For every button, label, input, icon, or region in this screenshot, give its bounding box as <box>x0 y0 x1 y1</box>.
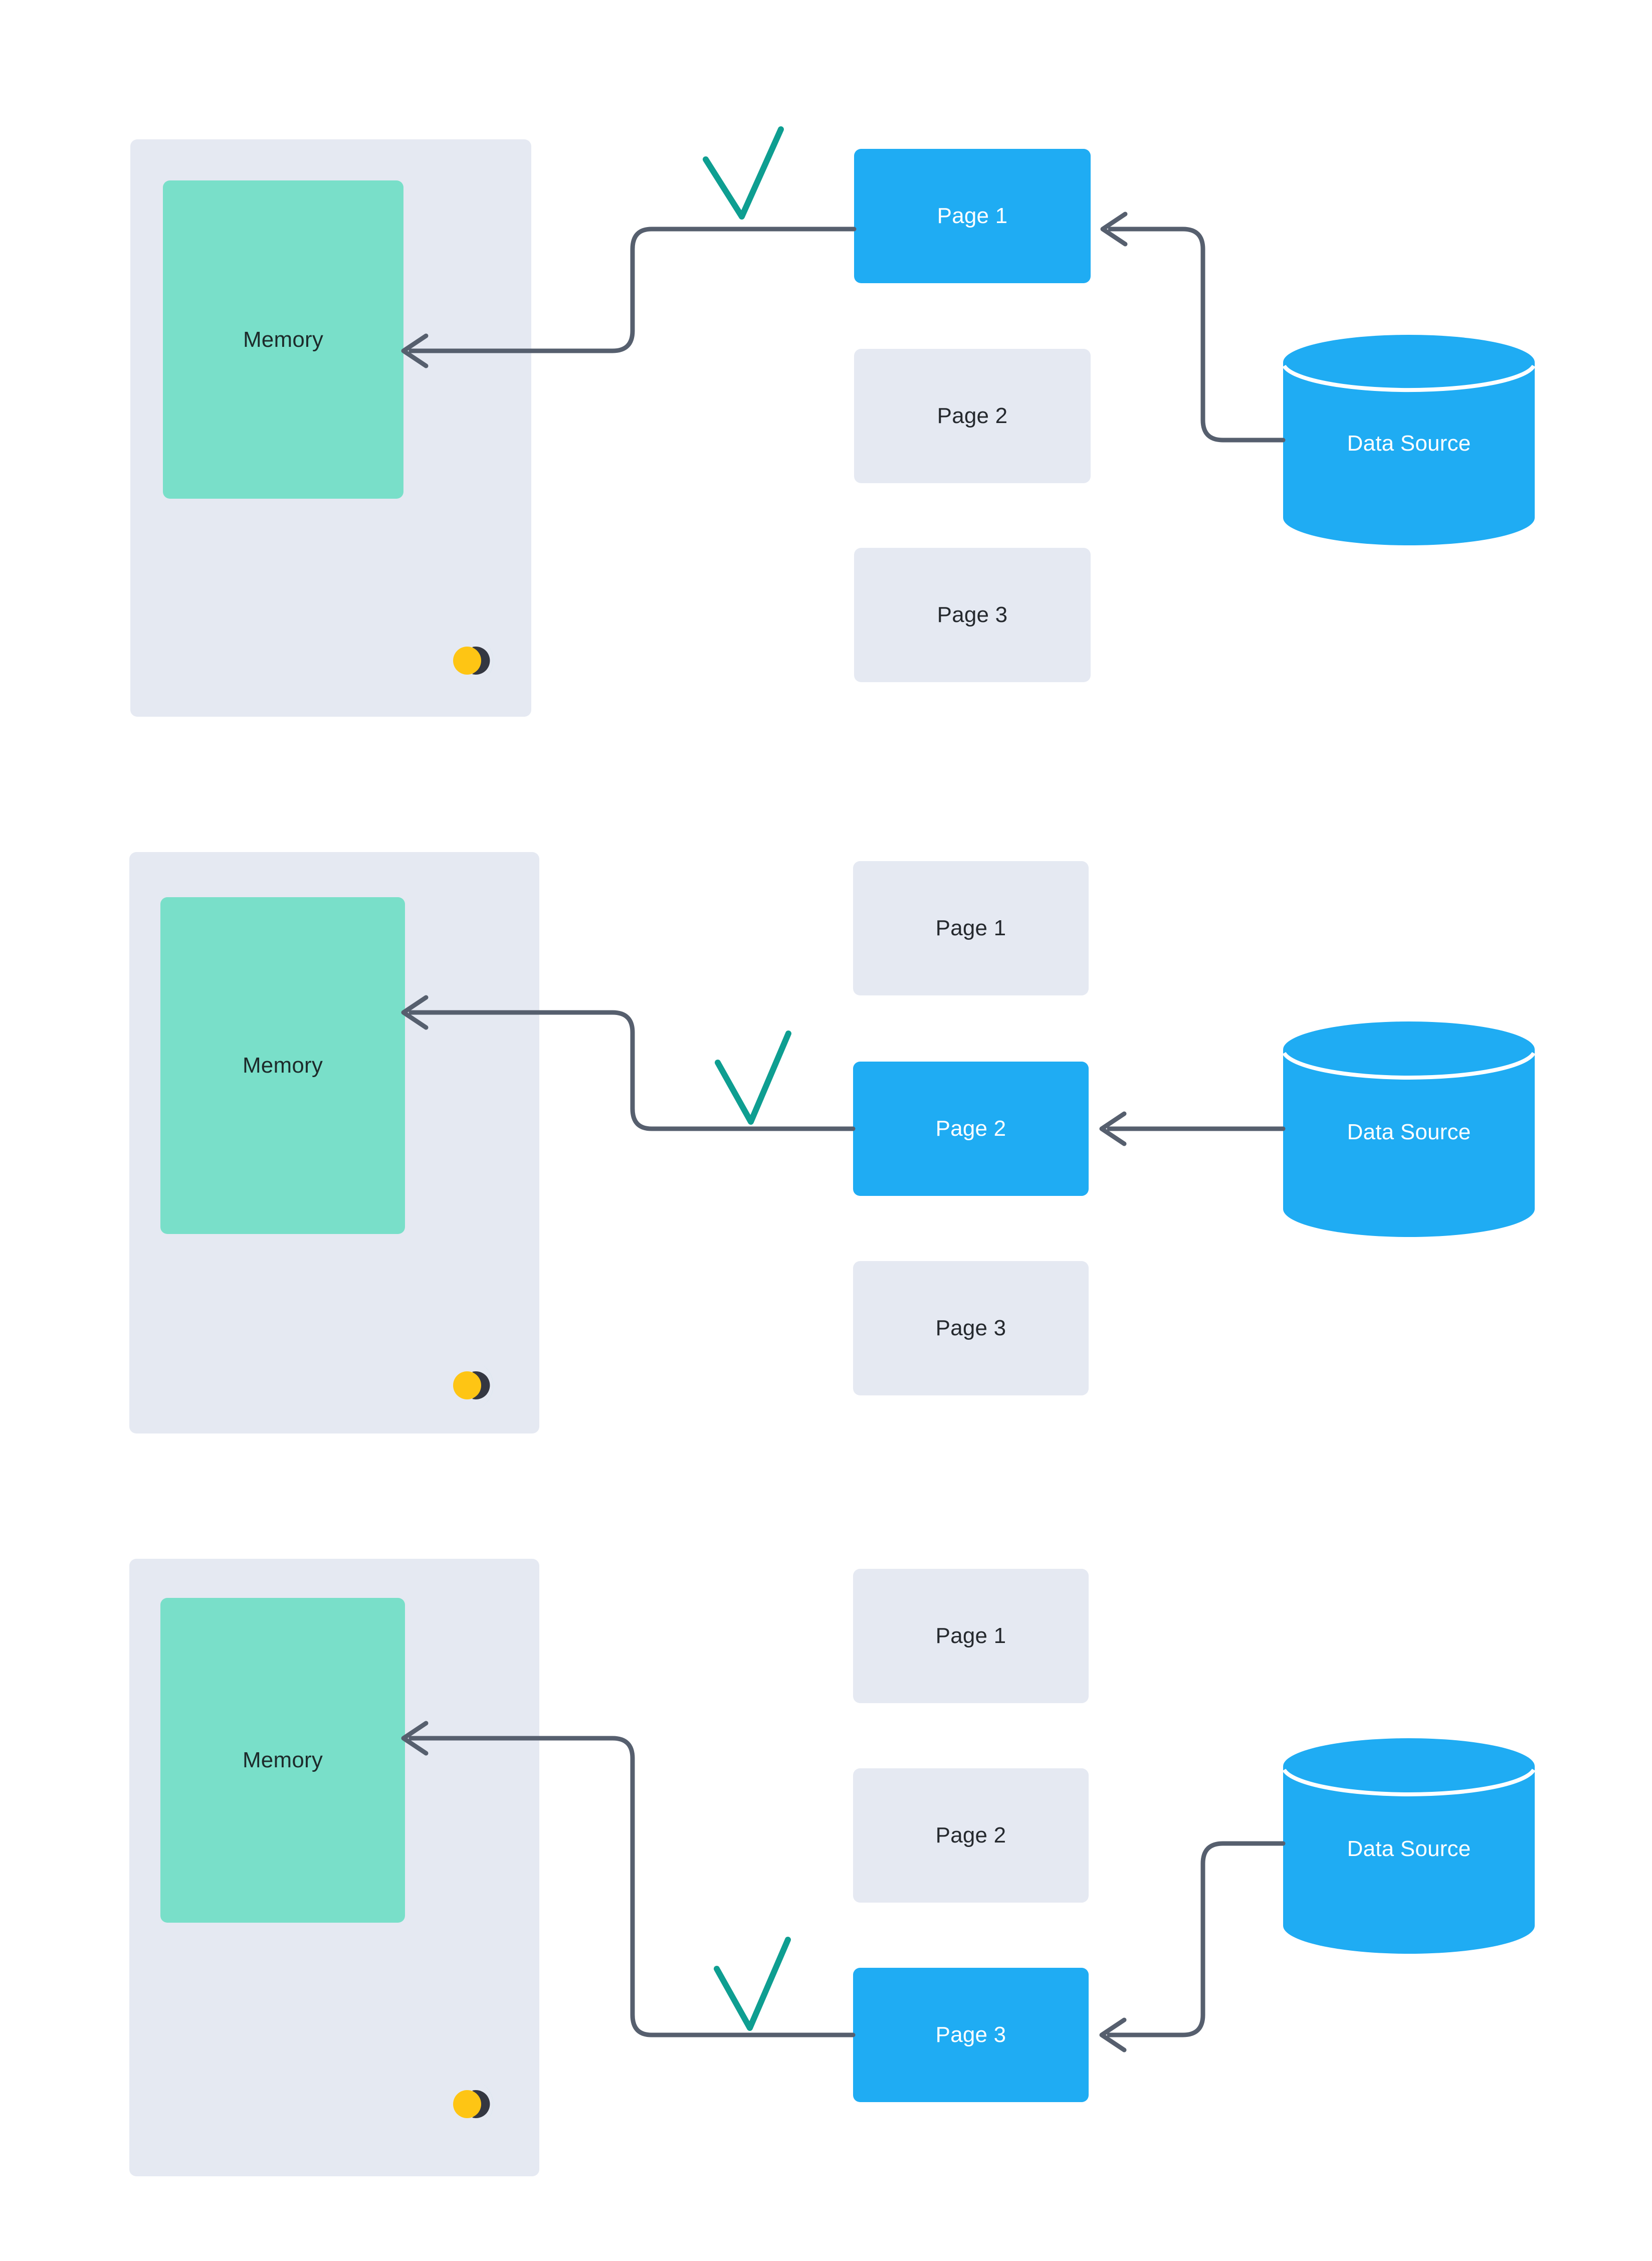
data-source-label: Data Source <box>1347 1836 1471 1861</box>
arrow-datasource-to-page3 <box>1107 1841 1286 2037</box>
data-source-cylinder-3[interactable]: Data Source <box>1282 1738 1536 1954</box>
arrowhead-page2 <box>1099 1111 1127 1146</box>
cylinder-shape-icon <box>1282 1021 1536 1237</box>
page-tile-page-3[interactable]: Page 3 <box>853 1261 1089 1395</box>
memory-box-2[interactable]: Memory <box>160 897 405 1234</box>
arrow-datasource-to-page1 <box>1108 227 1286 443</box>
memory-box-3[interactable]: Memory <box>160 1598 405 1923</box>
data-source-cylinder-2[interactable]: Data Source <box>1282 1021 1536 1237</box>
page-tile-label: Page 3 <box>935 1316 1006 1340</box>
elastic-logo <box>450 1357 506 1413</box>
page-tile-label: Page 1 <box>937 203 1008 228</box>
page-tile-label: Page 1 <box>935 1623 1006 1648</box>
page-tile-label: Page 1 <box>935 916 1006 940</box>
page-tile-label: Page 2 <box>937 403 1008 428</box>
page-tile-page-2[interactable]: Page 2 <box>853 1768 1089 1903</box>
memory-label: Memory <box>243 327 324 352</box>
check-icon <box>715 1031 791 1125</box>
page-tile-page-1[interactable]: Page 1 <box>853 1569 1089 1703</box>
elastic-logo-icon <box>453 2079 494 2129</box>
page-tile-page-2[interactable]: Page 2 <box>854 349 1091 483</box>
memory-label: Memory <box>242 1748 323 1772</box>
page-tile-page-3[interactable]: Page 3 <box>853 1968 1089 2102</box>
memory-box-1[interactable]: Memory <box>163 180 403 499</box>
arrowhead-page1 <box>1100 212 1128 247</box>
page-tile-label: Page 3 <box>937 602 1008 627</box>
page-tile-page-2[interactable]: Page 2 <box>853 1062 1089 1196</box>
elastic-logo-icon <box>453 1360 494 1410</box>
elastic-logo-icon <box>453 636 494 686</box>
page-tile-page-1[interactable]: Page 1 <box>853 861 1089 995</box>
arrowhead-page3 <box>1099 2017 1127 2052</box>
page-tile-label: Page 2 <box>935 1116 1006 1141</box>
elastic-logo <box>450 2076 506 2132</box>
data-source-label: Data Source <box>1347 431 1471 456</box>
page-tile-page-1[interactable]: Page 1 <box>854 149 1091 283</box>
page-tile-label: Page 3 <box>935 2022 1006 2047</box>
page-tile-label: Page 2 <box>935 1823 1006 1847</box>
memory-label: Memory <box>242 1053 323 1078</box>
cylinder-shape-icon <box>1282 335 1536 545</box>
data-source-label: Data Source <box>1347 1120 1471 1144</box>
elastic-logo <box>450 633 506 689</box>
check-icon <box>703 126 784 220</box>
data-source-cylinder-1[interactable]: Data Source <box>1282 335 1536 545</box>
check-icon <box>714 1937 791 2031</box>
cylinder-shape-icon <box>1282 1738 1536 1954</box>
page-tile-page-3[interactable]: Page 3 <box>854 548 1091 682</box>
